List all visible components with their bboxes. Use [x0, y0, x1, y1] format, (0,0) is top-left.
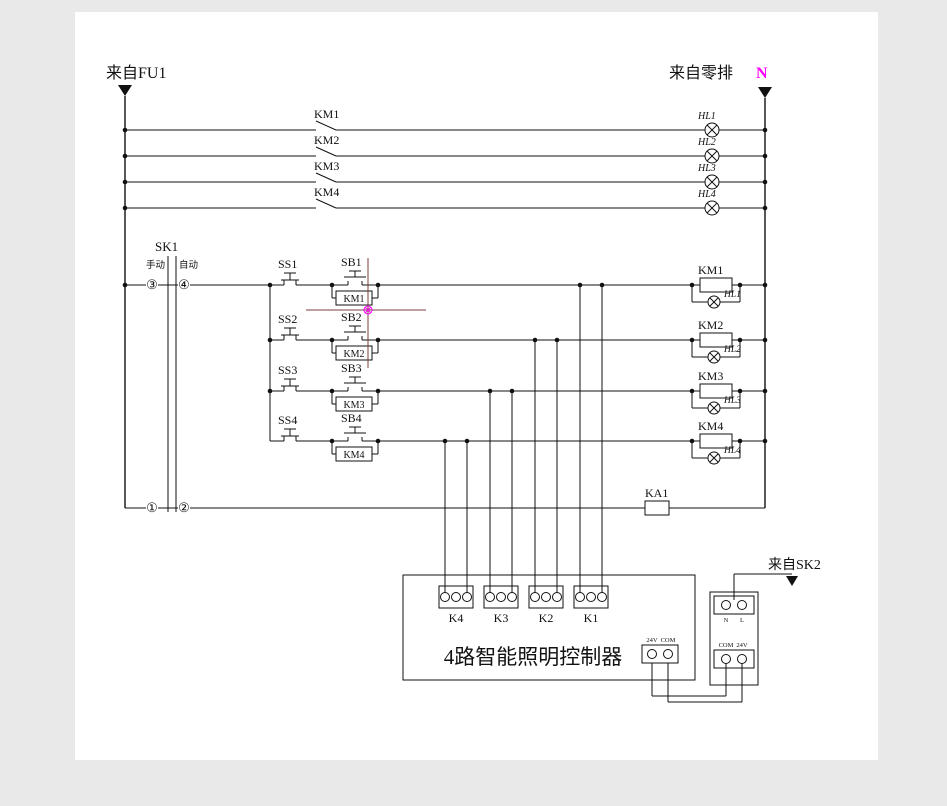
selector-manual-label: 手动 — [146, 259, 165, 271]
source-fu1: 来自FU1 — [106, 64, 166, 96]
selector-label: SK1 — [155, 239, 178, 254]
selector-auto-label: 自动 — [179, 259, 198, 271]
contactor-contact-label: KM1 — [314, 107, 339, 121]
power-row-1: KM1 HL1 — [122, 107, 768, 138]
output-label: K2 — [539, 611, 554, 625]
coil-label: KM2 — [698, 318, 723, 332]
lamp-icon — [704, 148, 720, 164]
source-sk2-label: 来自SK2 — [768, 557, 821, 573]
sk2-power-box: 来自SK2 N L COM 24V — [709, 557, 821, 686]
sk2-bottom-terminal-block — [713, 649, 755, 669]
sk2-terminal-label: N — [724, 617, 729, 624]
source-fu1-arrow-icon — [118, 85, 132, 96]
start-button-label: SB2 — [341, 310, 362, 324]
selector-terminal-3: ③ — [146, 277, 158, 292]
contactor-contact-label: KM4 — [314, 185, 339, 199]
power-row-2: KM2 HL2 — [122, 133, 768, 164]
power-terminal-label: 24V — [646, 637, 658, 644]
stop-button-label: SS2 — [278, 312, 297, 326]
coil-label: KM1 — [698, 263, 723, 277]
source-neutral-phase: N — [756, 65, 768, 82]
source-neutral-label: 来自零排 — [669, 64, 733, 82]
coil-label: KM3 — [698, 369, 723, 383]
indicator-lamp-label: HL4 — [723, 446, 741, 456]
aux-contact-label: KM2 — [343, 349, 364, 360]
sk2-box-outline — [709, 591, 759, 686]
indicator-lamp-label: HL1 — [723, 290, 741, 300]
selector-terminal-4: ④ — [178, 277, 190, 292]
sk2-terminal-label: 24V — [736, 642, 748, 649]
lighting-controller: 4路智能照明控制器 K4 K3 K2 K1 24V COM — [402, 574, 743, 703]
sk2-top-terminal-block — [713, 595, 755, 615]
start-button-label: SB3 — [341, 361, 362, 375]
aux-contact-label: KM1 — [343, 294, 364, 305]
lamp-icon — [704, 174, 720, 190]
power-row-3: KM3 HL3 — [122, 159, 768, 190]
selector-terminal-1: ① — [146, 500, 158, 515]
power-terminal-label: COM — [661, 637, 676, 644]
output-terminal-block — [483, 585, 519, 609]
lamp-label: HL2 — [697, 137, 716, 148]
sk2-terminal-label: COM — [719, 642, 734, 649]
source-sk2-arrow-icon — [786, 576, 798, 586]
source-neutral: 来自零排 N — [669, 64, 772, 98]
relay-label: KA1 — [645, 486, 668, 500]
stop-button-label: SS4 — [278, 413, 297, 427]
aux-contact-label: KM3 — [343, 400, 364, 411]
controller-title: 4路智能照明控制器 — [444, 645, 623, 669]
aux-contact-label: KM4 — [343, 450, 364, 461]
output-terminal-block — [573, 585, 609, 609]
auto-mode-row: KA1 — [125, 486, 765, 516]
control-row-3: SS3 SB3 KM3 KM3 HL3 — [270, 361, 768, 597]
selector-terminal-2: ② — [178, 500, 190, 515]
output-terminal-block — [528, 585, 564, 609]
cad-pickbox-icon — [363, 305, 373, 315]
output-label: K3 — [494, 611, 509, 625]
lamp-label: HL3 — [697, 163, 716, 174]
stop-button-label: SS1 — [278, 257, 297, 271]
power-terminal-block — [641, 644, 679, 664]
lamp-label: HL4 — [697, 189, 716, 200]
contactor-contact-label: KM2 — [314, 133, 339, 147]
control-row-2: SS2 SB2 KM2 KM2 HL2 — [270, 310, 768, 597]
source-fu1-label: 来自FU1 — [106, 64, 166, 82]
contactor-contact-label: KM3 — [314, 159, 339, 173]
output-label: K4 — [449, 611, 464, 625]
sk2-terminal-label: L — [740, 617, 744, 624]
power-row-4: KM4 HL4 — [122, 185, 768, 216]
drawing-sheet — [75, 12, 878, 760]
start-button-label: SB1 — [341, 255, 362, 269]
indicator-lamp-label: HL3 — [723, 396, 741, 406]
start-button-label: SB4 — [341, 411, 362, 425]
coil-label: KM4 — [698, 419, 723, 433]
output-terminal-block — [438, 585, 474, 609]
indicator-lamp-label: HL2 — [723, 345, 741, 355]
controller-outline — [402, 574, 696, 681]
cad-crosshair-cursor — [306, 258, 426, 368]
lamp-label: HL1 — [697, 111, 716, 122]
lamp-icon — [704, 200, 720, 216]
lamp-icon — [704, 122, 720, 138]
stop-button-label: SS3 — [278, 363, 297, 377]
selector-switch-sk1: SK1 手动 自动 ③ ④ ① ② — [122, 239, 198, 515]
control-row-4: SS4 SB4 KM4 KM4 HL4 — [270, 411, 768, 597]
source-neutral-arrow-icon — [758, 87, 772, 98]
output-label: K1 — [584, 611, 599, 625]
